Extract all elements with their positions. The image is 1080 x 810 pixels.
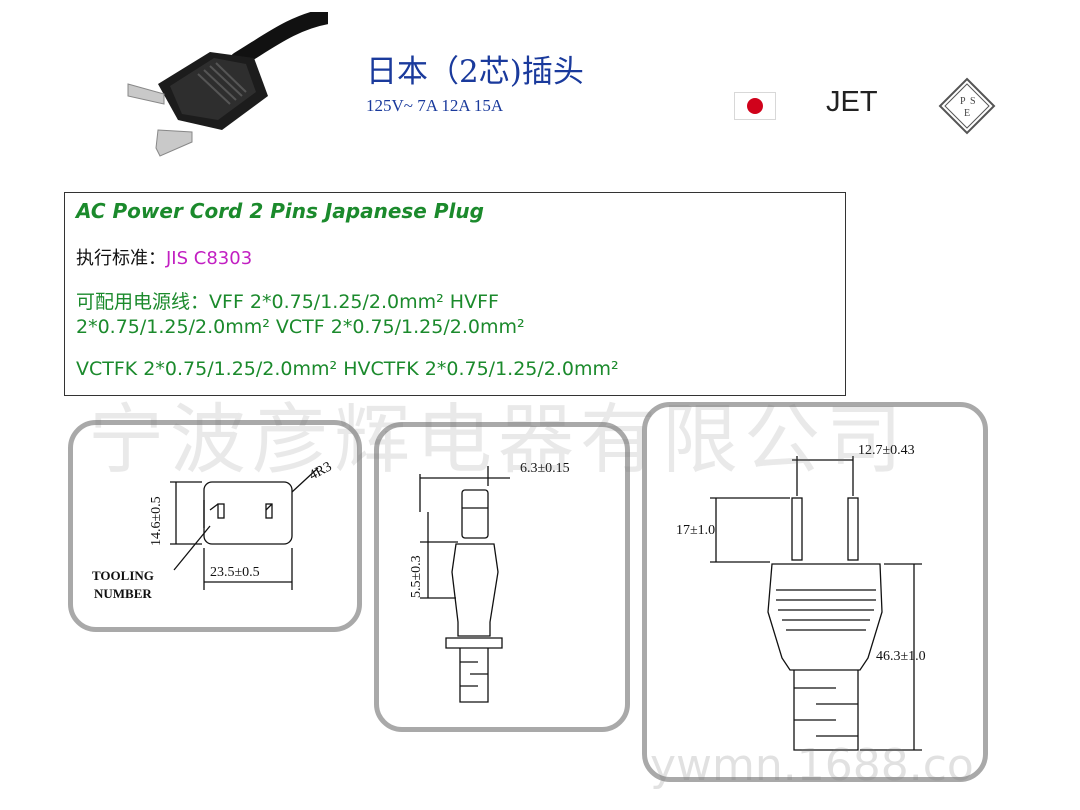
side-pin-width-label: 6.3±0.15 [520, 461, 570, 476]
top-view-drawing: 12.7±0.43 17±1.0 46.3±1.0 [676, 443, 926, 751]
top-body-length-label: 46.3±1.0 [876, 649, 926, 664]
standard-line: 执行标准：JIS C8303 [76, 244, 252, 270]
cables-line-2: 2*0.75/1.25/2.0mm² VCTF 2*0.75/1.25/2.0m… [76, 316, 525, 338]
svg-text:P: P [960, 96, 966, 107]
url-watermark: ywmn.1688.co [650, 740, 974, 791]
cables-text-1: VFF 2*0.75/1.25/2.0mm² HVFF [209, 291, 499, 313]
side-pin-length-label: 5.5±0.3 [409, 555, 424, 598]
top-pin-height-label: 17±1.0 [676, 523, 715, 538]
side-view-drawing: 6.3±0.15 5.5±0.3 [409, 461, 570, 703]
svg-text:S: S [970, 96, 976, 107]
pse-mark-icon: P S E [938, 77, 996, 135]
cables-label: 可配用电源线： [76, 291, 210, 313]
standard-label: 执行标准： [76, 248, 166, 269]
spec-title: AC Power Cord 2 Pins Japanese Plug [76, 199, 484, 223]
japan-flag-icon [734, 92, 776, 120]
rating-text: 125V~ 7A 12A 15A [366, 96, 504, 115]
jet-cert-label: JET [826, 86, 878, 118]
front-view-panel [68, 420, 362, 632]
top-view-panel [642, 402, 988, 782]
cables-line-1: 可配用电源线：VFF 2*0.75/1.25/2.0mm² HVFF [76, 287, 499, 314]
front-view-drawing: 4R3 14.6±0.5 23.5±0.5 TOOLING NUMBER [92, 459, 334, 601]
side-view-panel [374, 422, 630, 732]
cables-line-3: VCTFK 2*0.75/1.25/2.0mm² HVCTFK 2*0.75/1… [76, 358, 619, 380]
spec-box [64, 192, 846, 396]
tooling-label-2: NUMBER [94, 586, 152, 601]
front-height-label: 14.6±0.5 [149, 496, 164, 546]
top-pin-spacing-label: 12.7±0.43 [858, 443, 915, 458]
page-title: 日本（2芯)插头 [366, 54, 584, 90]
front-width-label: 23.5±0.5 [210, 565, 260, 580]
tooling-label-1: TOOLING [92, 568, 154, 583]
standard-value: JIS C8303 [166, 248, 253, 269]
company-watermark: 宁波彦辉电器有限公司 [88, 395, 908, 484]
plug-photo [127, 12, 328, 157]
svg-text:E: E [964, 108, 970, 119]
